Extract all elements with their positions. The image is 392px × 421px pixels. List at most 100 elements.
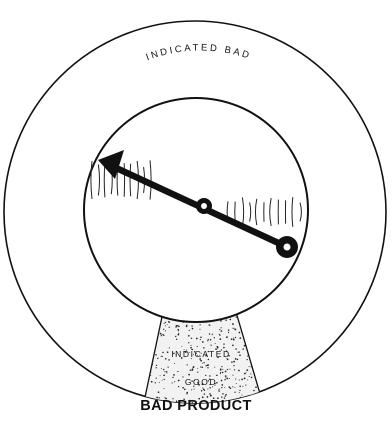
stipple-dot: [241, 379, 243, 381]
stipple-dot: [166, 371, 167, 372]
stipple-dot: [205, 375, 206, 376]
stipple-dot: [218, 389, 219, 390]
stipple-dot: [188, 335, 190, 337]
stipple-dot: [225, 394, 227, 396]
stipple-dot: [244, 373, 246, 375]
stipple-dot: [193, 366, 195, 368]
stipple-dot: [234, 369, 235, 370]
stipple-dot: [235, 329, 237, 331]
indicated-bad-label: INDICATED BAD: [145, 42, 253, 63]
stipple-dot: [209, 324, 211, 326]
stipple-dot: [182, 376, 183, 377]
stipple-dot: [158, 391, 160, 393]
stipple-dot: [186, 415, 187, 416]
stipple-dot: [157, 358, 158, 359]
stipple-dot: [222, 372, 224, 374]
stipple-dot: [173, 374, 175, 376]
stipple-dot: [216, 375, 217, 376]
stipple-dot: [155, 354, 157, 356]
stipple-dot: [204, 393, 205, 394]
stipple-dot: [222, 393, 223, 394]
stipple-dot: [162, 356, 163, 357]
stipple-dot: [242, 395, 243, 396]
stipple-dot: [220, 372, 221, 373]
stipple-dot: [238, 370, 240, 372]
stipple-dot: [150, 417, 151, 418]
stipple-dot: [239, 354, 241, 356]
stipple-dot: [201, 390, 203, 392]
stipple-dot: [199, 324, 200, 325]
stipple-dot: [202, 341, 204, 343]
stipple-dot: [200, 366, 201, 367]
stipple-dot: [156, 346, 157, 347]
stipple-dot: [245, 384, 246, 385]
stipple-dot: [165, 330, 166, 331]
stipple-dot: [163, 369, 164, 370]
stipple-dot: [176, 325, 177, 326]
stipple-dot: [231, 361, 233, 363]
stipple-dot: [210, 395, 212, 397]
stipple-dot: [229, 378, 230, 379]
stipple-dot: [224, 379, 225, 380]
stipple-dot: [162, 334, 163, 335]
stipple-dot: [238, 351, 239, 352]
stipple-dot: [188, 342, 189, 343]
stipple-dot: [220, 373, 221, 374]
stipple-dot: [233, 339, 235, 341]
stipple-dot: [191, 338, 192, 339]
stipple-dot: [145, 417, 146, 418]
stipple-dot: [163, 374, 165, 376]
stipple-dot: [177, 329, 179, 331]
stipple-dot: [186, 325, 187, 326]
stipple-dot: [244, 378, 246, 380]
stipple-dot: [249, 366, 250, 367]
stipple-dot: [246, 369, 248, 371]
stipple-dot: [236, 383, 237, 384]
stipple-dot: [190, 370, 191, 371]
stipple-dot: [242, 386, 243, 387]
stipple-dot: [239, 392, 240, 393]
stipple-dot: [209, 333, 210, 334]
stipple-dot: [167, 351, 169, 353]
stipple-dot: [186, 393, 187, 394]
stipple-dot: [246, 372, 247, 373]
stipple-dot: [220, 368, 222, 370]
stipple-dot: [251, 377, 253, 379]
stipple-dot: [239, 332, 241, 334]
stipple-dot: [150, 375, 151, 376]
stipple-dot: [164, 371, 165, 372]
stipple-dot: [233, 365, 234, 366]
stipple-dot: [239, 379, 240, 380]
stipple-dot: [159, 382, 160, 383]
stipple-dot: [225, 371, 227, 373]
stipple-dot: [187, 364, 188, 365]
stipple-dot: [233, 328, 234, 329]
stipple-dot: [215, 343, 216, 344]
stipple-dot: [226, 336, 228, 338]
stipple-dot: [235, 337, 236, 338]
stipple-dot: [188, 374, 190, 376]
stipple-dot: [208, 339, 209, 340]
stipple-dot: [178, 380, 180, 382]
stipple-dot: [178, 326, 180, 328]
stipple-dot: [190, 345, 191, 346]
stipple-dot: [203, 362, 204, 363]
stipple-dot: [207, 388, 208, 389]
stipple-dot: [228, 329, 230, 331]
stipple-dot: [214, 337, 215, 338]
stipple-dot: [197, 416, 198, 417]
stipple-dot: [218, 390, 219, 391]
stipple-dot: [229, 319, 231, 321]
stipple-dot: [161, 335, 162, 336]
stipple-dot: [251, 366, 252, 367]
stipple-dot: [161, 368, 162, 369]
stipple-dot: [197, 371, 198, 372]
stipple-dot: [199, 329, 200, 330]
stipple-dot: [214, 367, 215, 368]
stipple-dot: [156, 367, 157, 368]
stipple-dot: [164, 323, 165, 324]
stipple-dot: [207, 340, 208, 341]
stipple-dot: [151, 381, 153, 383]
stipple-dot: [233, 361, 235, 363]
stipple-dot: [192, 328, 194, 330]
